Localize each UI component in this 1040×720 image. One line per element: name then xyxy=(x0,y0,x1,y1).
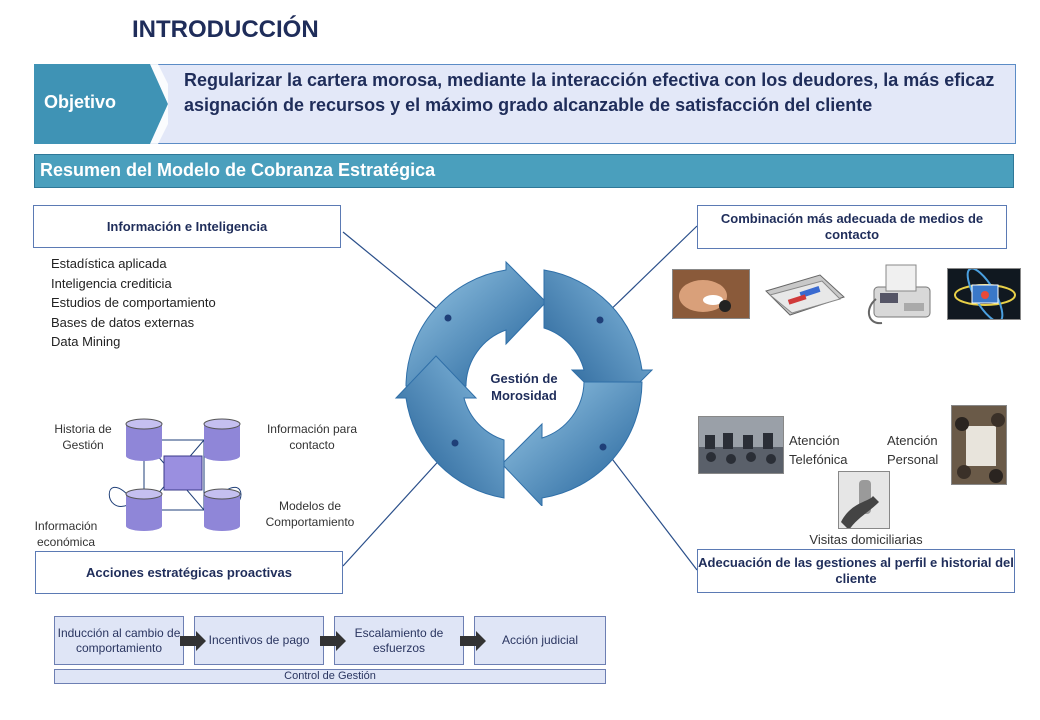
step-accion-judicial: Acción judicial xyxy=(474,616,606,665)
list-item: Inteligencia crediticia xyxy=(51,275,172,291)
label-modelos: Modelos de Comportamiento xyxy=(265,499,355,529)
phone-call-photo xyxy=(672,269,750,319)
step-escalamiento: Escalamiento de esfuerzos xyxy=(334,616,464,665)
summary-title: Resumen del Modelo de Cobranza Estratégi… xyxy=(40,160,436,180)
label-historia: Historia de Gestión xyxy=(54,422,112,452)
doorbell-photo xyxy=(838,471,890,529)
database-diagram xyxy=(108,418,242,531)
contact-media-title: Combinación más adecuada de medios de co… xyxy=(720,211,984,242)
label-contacto: Información para contacto xyxy=(266,422,358,452)
meeting-photo xyxy=(951,405,1007,485)
email-photo xyxy=(947,268,1021,320)
info-intelligence-box: Información e Inteligencia xyxy=(33,205,341,248)
step-induccion: Inducción al cambio de comportamiento xyxy=(54,616,184,665)
proactive-actions-box: Acciones estratégicas proactivas xyxy=(35,551,343,594)
label-visitas: Visitas domiciliarias xyxy=(809,532,923,547)
arrow-right-icon xyxy=(460,631,486,651)
label-economica: Información económica xyxy=(34,519,98,549)
letters-photo xyxy=(765,274,845,316)
center-label: Gestión de Morosidad xyxy=(490,371,558,403)
proactive-actions-title: Acciones estratégicas proactivas xyxy=(86,564,292,580)
list-item: Estadística aplicada xyxy=(51,256,167,271)
summary-band xyxy=(34,154,1014,188)
objective-label: Objetivo xyxy=(44,92,117,112)
arrow-right-icon xyxy=(320,631,346,651)
objective-band xyxy=(34,64,1016,144)
info-intelligence-title: Información e Inteligencia xyxy=(106,218,268,234)
call-center-photo xyxy=(698,416,784,474)
label-telefonica: Atención Telefónica xyxy=(789,433,848,467)
arrow-right-icon xyxy=(180,631,206,651)
control-gestion-bar: Control de Gestión xyxy=(54,669,606,684)
contact-media-box: Combinación más adecuada de medios de co… xyxy=(697,205,1007,249)
objective-text: Regularizar la cartera morosa, mediante … xyxy=(184,70,995,115)
profile-adaptation-box: Adecuación de las gestiones al perfil e … xyxy=(697,549,1015,593)
info-list: Estadística aplicada Inteligencia credit… xyxy=(51,254,311,352)
database-icon xyxy=(125,418,163,461)
profile-adaptation-title: Adecuación de las gestiones al perfil e … xyxy=(698,555,1014,586)
list-item: Data Mining xyxy=(51,334,121,349)
list-item: Bases de datos externas xyxy=(51,314,195,330)
label-personal: Atención Personal xyxy=(887,433,939,467)
objective-tag xyxy=(34,64,168,144)
list-item: Estudios de comportamiento xyxy=(51,295,216,310)
fax-photo xyxy=(867,264,931,325)
page-title: INTRODUCCIÓN xyxy=(132,16,319,43)
cycle-arrows xyxy=(394,260,654,506)
step-incentivos: Incentivos de pago xyxy=(194,616,324,665)
